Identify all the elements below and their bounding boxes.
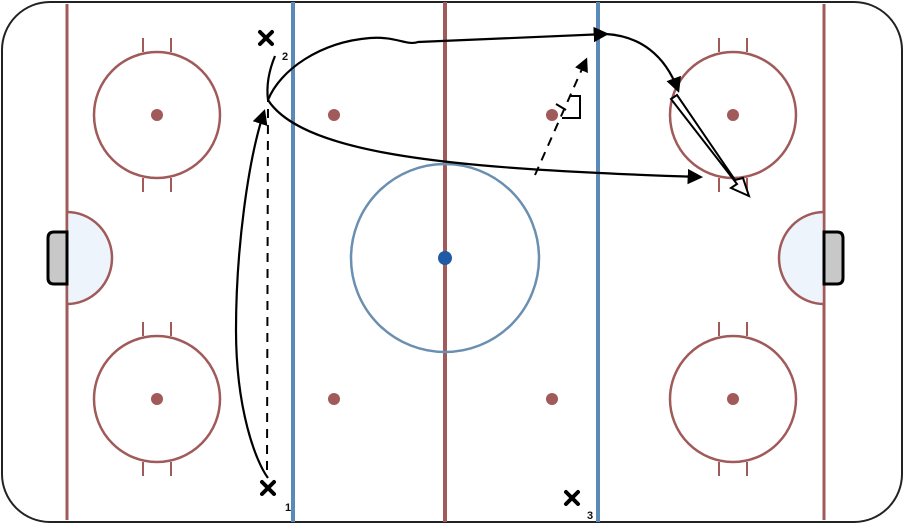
pass-path-center xyxy=(534,57,588,176)
pass-path-player-1 xyxy=(266,99,269,471)
skate-path-player-1 xyxy=(234,109,269,479)
skate-path-loop-top xyxy=(266,26,610,101)
faceoff-circle-top-left xyxy=(92,38,222,192)
skate-path-player-2-start xyxy=(266,55,277,101)
neutral-dot-bottom-right xyxy=(546,393,558,405)
skate-path-player-2-long xyxy=(267,99,704,185)
pivot-turn-icon xyxy=(555,95,581,119)
x-icon xyxy=(258,30,274,46)
x-icon xyxy=(564,490,580,506)
player-3-label: 3 xyxy=(587,510,593,522)
player-1-label: 1 xyxy=(285,502,291,514)
player-1-marker: 1 xyxy=(260,480,291,514)
faceoff-circle-bottom-left xyxy=(92,322,222,476)
shot-arrow xyxy=(669,93,751,198)
player-2-marker: 2 xyxy=(258,30,288,63)
center-faceoff-dot xyxy=(438,251,452,265)
skate-path-into-zone xyxy=(605,32,681,93)
neutral-dot-bottom-left xyxy=(328,393,340,405)
neutral-dot-top-right xyxy=(546,109,558,121)
goal-net-right xyxy=(822,230,845,286)
player-2-label: 2 xyxy=(282,51,288,63)
goal-crease-left xyxy=(65,210,114,306)
goal-crease-right xyxy=(777,210,826,306)
neutral-dot-top-left xyxy=(328,109,340,121)
goal-net-left xyxy=(46,230,69,286)
player-3-marker: 3 xyxy=(564,490,593,522)
x-icon xyxy=(260,480,276,496)
drill-paths xyxy=(234,26,751,479)
center-circle xyxy=(349,162,541,354)
faceoff-circle-bottom-right xyxy=(668,322,798,476)
